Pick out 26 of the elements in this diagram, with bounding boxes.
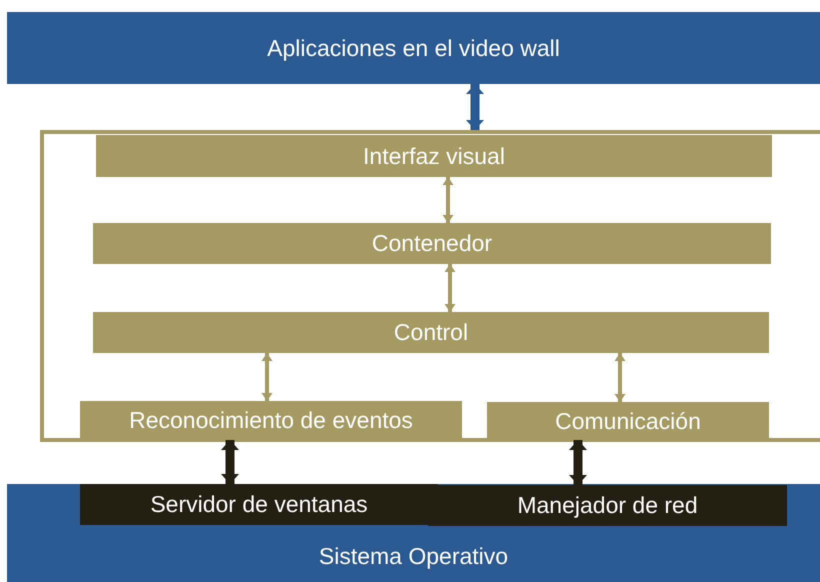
- layer-label: Aplicaciones en el video wall: [267, 34, 560, 62]
- layer-frame: [40, 130, 820, 442]
- layer-bar: [487, 402, 769, 440]
- os-component-bar: [428, 485, 787, 526]
- double-arrow: [444, 264, 456, 312]
- layer-bar: [93, 223, 771, 264]
- double-arrow: [569, 440, 587, 485]
- layer-label: Interfaz visual: [363, 142, 505, 170]
- layer-bar: [96, 135, 772, 177]
- layer-label: Sistema Operativo: [318, 543, 508, 570]
- double-arrow: [442, 177, 454, 223]
- layer-bar: [80, 401, 462, 440]
- layer-label: Servidor de ventanas: [150, 491, 368, 518]
- double-arrow: [221, 440, 239, 484]
- application-band: [7, 12, 820, 84]
- layer-label: Reconocimiento de eventos: [129, 407, 413, 434]
- layer-label: Control: [394, 319, 468, 346]
- layer-label: Manejador de red: [517, 492, 698, 519]
- os-component-bar: [80, 484, 438, 525]
- double-arrow: [614, 353, 626, 402]
- layer-bar: [93, 312, 769, 353]
- double-arrow: [466, 84, 484, 130]
- layer-label: Contenedor: [372, 230, 492, 257]
- os-band: [7, 484, 820, 582]
- double-arrow: [262, 353, 272, 401]
- layer-label: Comunicación: [555, 408, 701, 434]
